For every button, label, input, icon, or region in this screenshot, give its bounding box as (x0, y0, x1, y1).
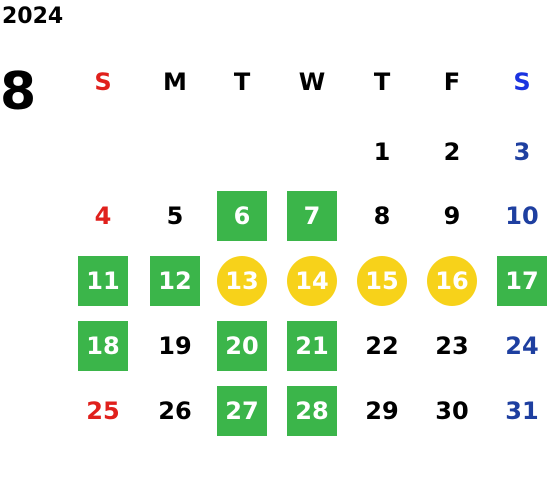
day-cell[interactable]: 1 (373, 138, 391, 166)
weekday-header: F (443, 68, 461, 96)
day-cell[interactable]: 10 (505, 202, 539, 230)
day-cell[interactable]: 8 (373, 202, 391, 230)
weekday-header: M (163, 68, 187, 96)
day-cell[interactable]: 31 (505, 397, 539, 425)
year-label: 2024 (2, 4, 64, 29)
day-cell[interactable]: 19 (158, 332, 192, 360)
day-cell[interactable]: 29 (365, 397, 399, 425)
day-cell[interactable]: 5 (166, 202, 184, 230)
weekday-header: T (233, 68, 251, 96)
day-cell[interactable]: 11 (78, 256, 128, 306)
day-cell[interactable]: 7 (287, 191, 337, 241)
weekday-header: S (513, 68, 531, 96)
day-cell[interactable]: 24 (505, 332, 539, 360)
day-cell[interactable]: 26 (158, 397, 192, 425)
day-cell[interactable]: 25 (86, 397, 120, 425)
day-cell[interactable]: 17 (497, 256, 547, 306)
weekday-header: T (373, 68, 391, 96)
day-cell[interactable]: 27 (217, 386, 267, 436)
day-cell[interactable]: 6 (217, 191, 267, 241)
day-cell[interactable]: 14 (287, 256, 337, 306)
day-cell[interactable]: 16 (427, 256, 477, 306)
weekday-header: S (94, 68, 112, 96)
day-cell[interactable]: 28 (287, 386, 337, 436)
day-cell[interactable]: 9 (443, 202, 461, 230)
weekday-header: W (298, 68, 326, 96)
day-cell[interactable]: 21 (287, 321, 337, 371)
day-cell[interactable]: 2 (443, 138, 461, 166)
day-cell[interactable]: 18 (78, 321, 128, 371)
day-cell[interactable]: 13 (217, 256, 267, 306)
day-cell[interactable]: 23 (435, 332, 469, 360)
day-cell[interactable]: 12 (150, 256, 200, 306)
day-cell[interactable]: 3 (513, 138, 531, 166)
day-cell[interactable]: 30 (435, 397, 469, 425)
month-label: 8 (0, 62, 37, 122)
day-cell[interactable]: 22 (365, 332, 399, 360)
day-cell[interactable]: 4 (94, 202, 112, 230)
day-cell[interactable]: 20 (217, 321, 267, 371)
day-cell[interactable]: 15 (357, 256, 407, 306)
